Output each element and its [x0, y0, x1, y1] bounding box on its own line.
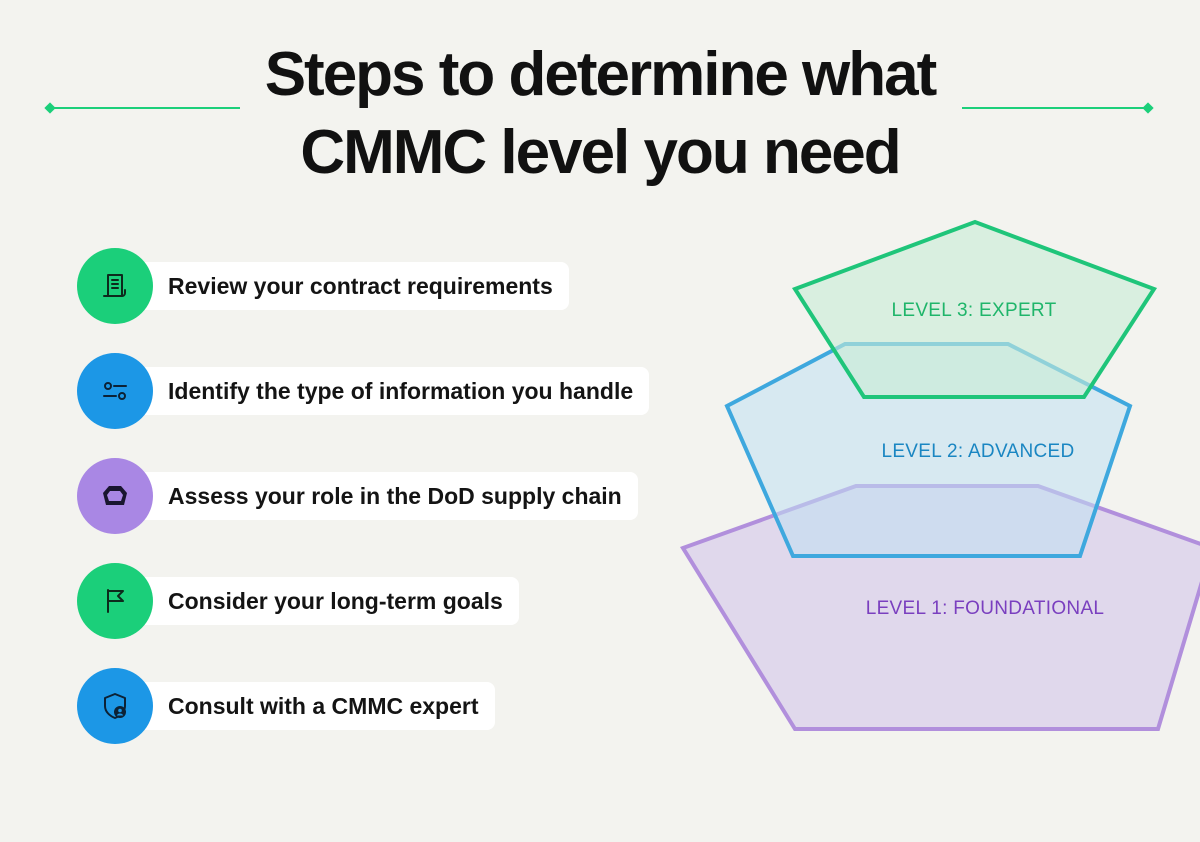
page-title: Steps to determine what CMMC level you n… [250, 36, 950, 192]
chain-link-icon [77, 458, 153, 534]
title-line-1: Steps to determine what [264, 40, 938, 109]
cmmc-levels-diagram: LEVEL 3: EXPERT LEVEL 2: ADVANCED LEVEL … [670, 210, 1200, 750]
shield-user-icon [77, 668, 153, 744]
step-label: Identify the type of information you han… [168, 377, 634, 404]
step-item: Consider your long-term goals [77, 563, 717, 639]
sliders-icon [77, 353, 153, 429]
step-label-pill: Assess your role in the DoD supply chain [133, 472, 638, 520]
title-line-2: CMMC level you need [300, 118, 901, 187]
header-rule-left [50, 107, 240, 109]
step-label-pill: Review your contract requirements [133, 262, 569, 310]
level-2-label: LEVEL 2: ADVANCED [881, 441, 1075, 462]
diamond-icon [44, 102, 56, 114]
level-1-label: LEVEL 1: FOUNDATIONAL [865, 598, 1105, 619]
step-item: Consult with a CMMC expert [77, 668, 717, 744]
step-label-pill: Consult with a CMMC expert [133, 682, 495, 730]
step-label: Consider your long-term goals [168, 587, 503, 614]
header: Steps to determine what CMMC level you n… [0, 36, 1200, 196]
step-label: Review your contract requirements [168, 272, 553, 299]
step-item: Review your contract requirements [77, 248, 717, 324]
document-icon [77, 248, 153, 324]
step-item: Assess your role in the DoD supply chain [77, 458, 717, 534]
step-label: Assess your role in the DoD supply chain [168, 482, 622, 509]
step-label-pill: Identify the type of information you han… [133, 367, 650, 415]
level-3-shape [791, 219, 1158, 399]
step-label: Consult with a CMMC expert [168, 692, 479, 719]
flag-icon [77, 563, 153, 639]
header-rule-right [962, 107, 1148, 109]
diamond-icon [1142, 102, 1154, 114]
step-item: Identify the type of information you han… [77, 353, 717, 429]
level-3-label: LEVEL 3: EXPERT [891, 300, 1057, 321]
step-label-pill: Consider your long-term goals [133, 577, 519, 625]
